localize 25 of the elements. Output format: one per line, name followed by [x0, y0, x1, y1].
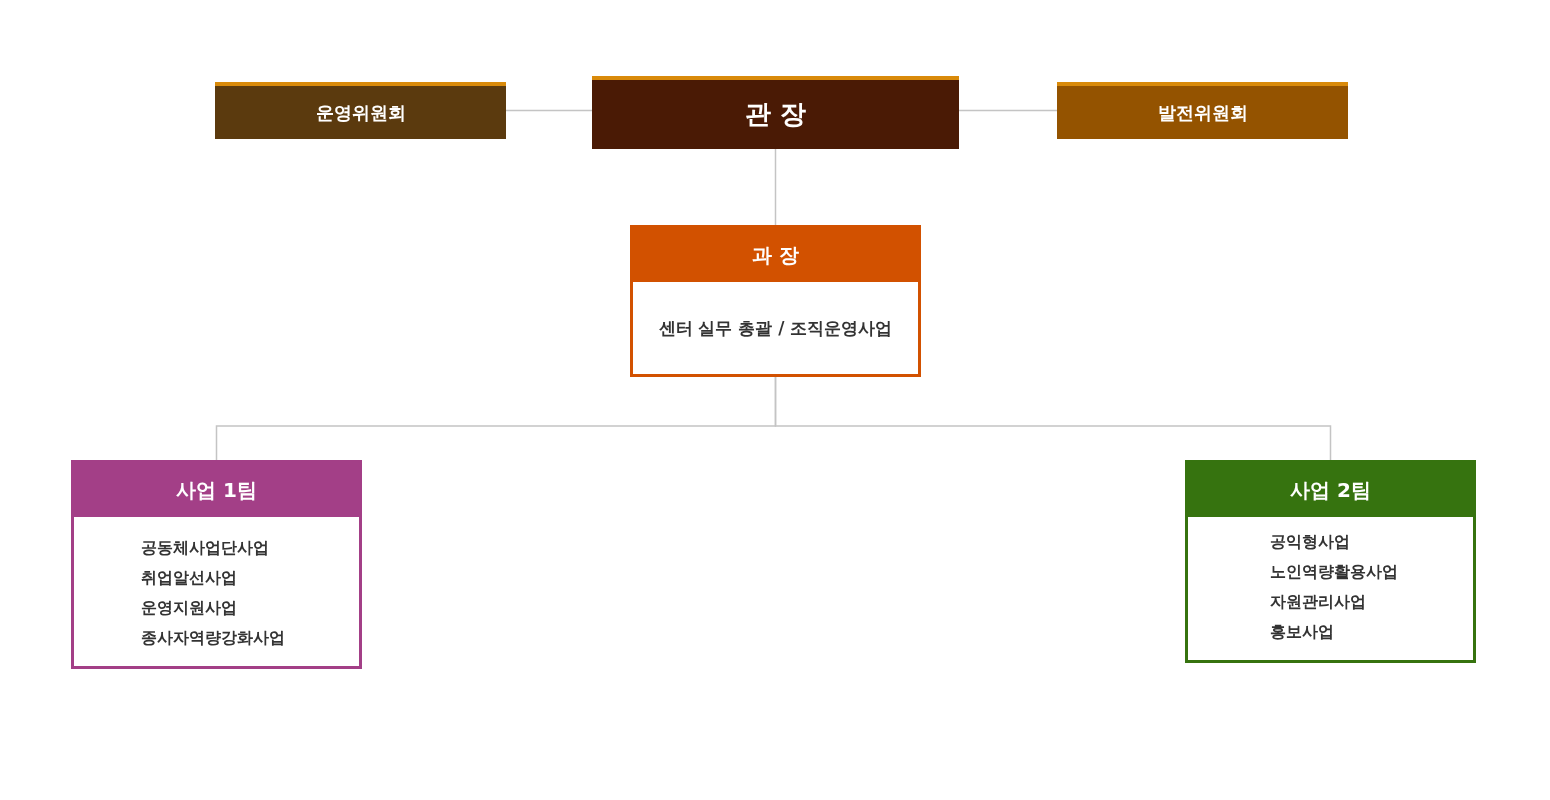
- duty-text: 홍보사업: [1269, 621, 1334, 643]
- connector-line: [505, 109, 593, 112]
- duty-text: 종사자역량강화사업: [140, 627, 285, 649]
- team-heading: 사업 1팀: [71, 460, 362, 517]
- connector-line: [958, 109, 1058, 112]
- connector-line: [774, 376, 1332, 461]
- committee-panel: [215, 82, 506, 139]
- duty-text: 공동체사업단사업: [140, 537, 269, 559]
- unit-name: 발전위원회: [1157, 100, 1248, 125]
- connector-line: [774, 148, 777, 226]
- duty-text: 센터 실무 총괄 / 조직운영사업: [658, 317, 893, 340]
- team-heading: 사업 2팀: [1185, 460, 1476, 517]
- duty-text: 공익형사업: [1269, 531, 1350, 553]
- duty-text: 취업알선사업: [140, 567, 237, 589]
- duty-text: 운영지원사업: [140, 597, 237, 619]
- duty-text: 자원관리사업: [1269, 591, 1366, 613]
- team-card: [630, 225, 921, 377]
- committee-panel: [1057, 82, 1348, 139]
- director-panel: [592, 76, 959, 149]
- team-card: [71, 460, 362, 669]
- unit-name: 관 장: [744, 98, 807, 131]
- duty-text: 노인역량활용사업: [1269, 561, 1398, 583]
- team-card: [1185, 460, 1476, 663]
- unit-name: 운영위원회: [315, 100, 406, 125]
- team-heading: 과 장: [630, 225, 921, 282]
